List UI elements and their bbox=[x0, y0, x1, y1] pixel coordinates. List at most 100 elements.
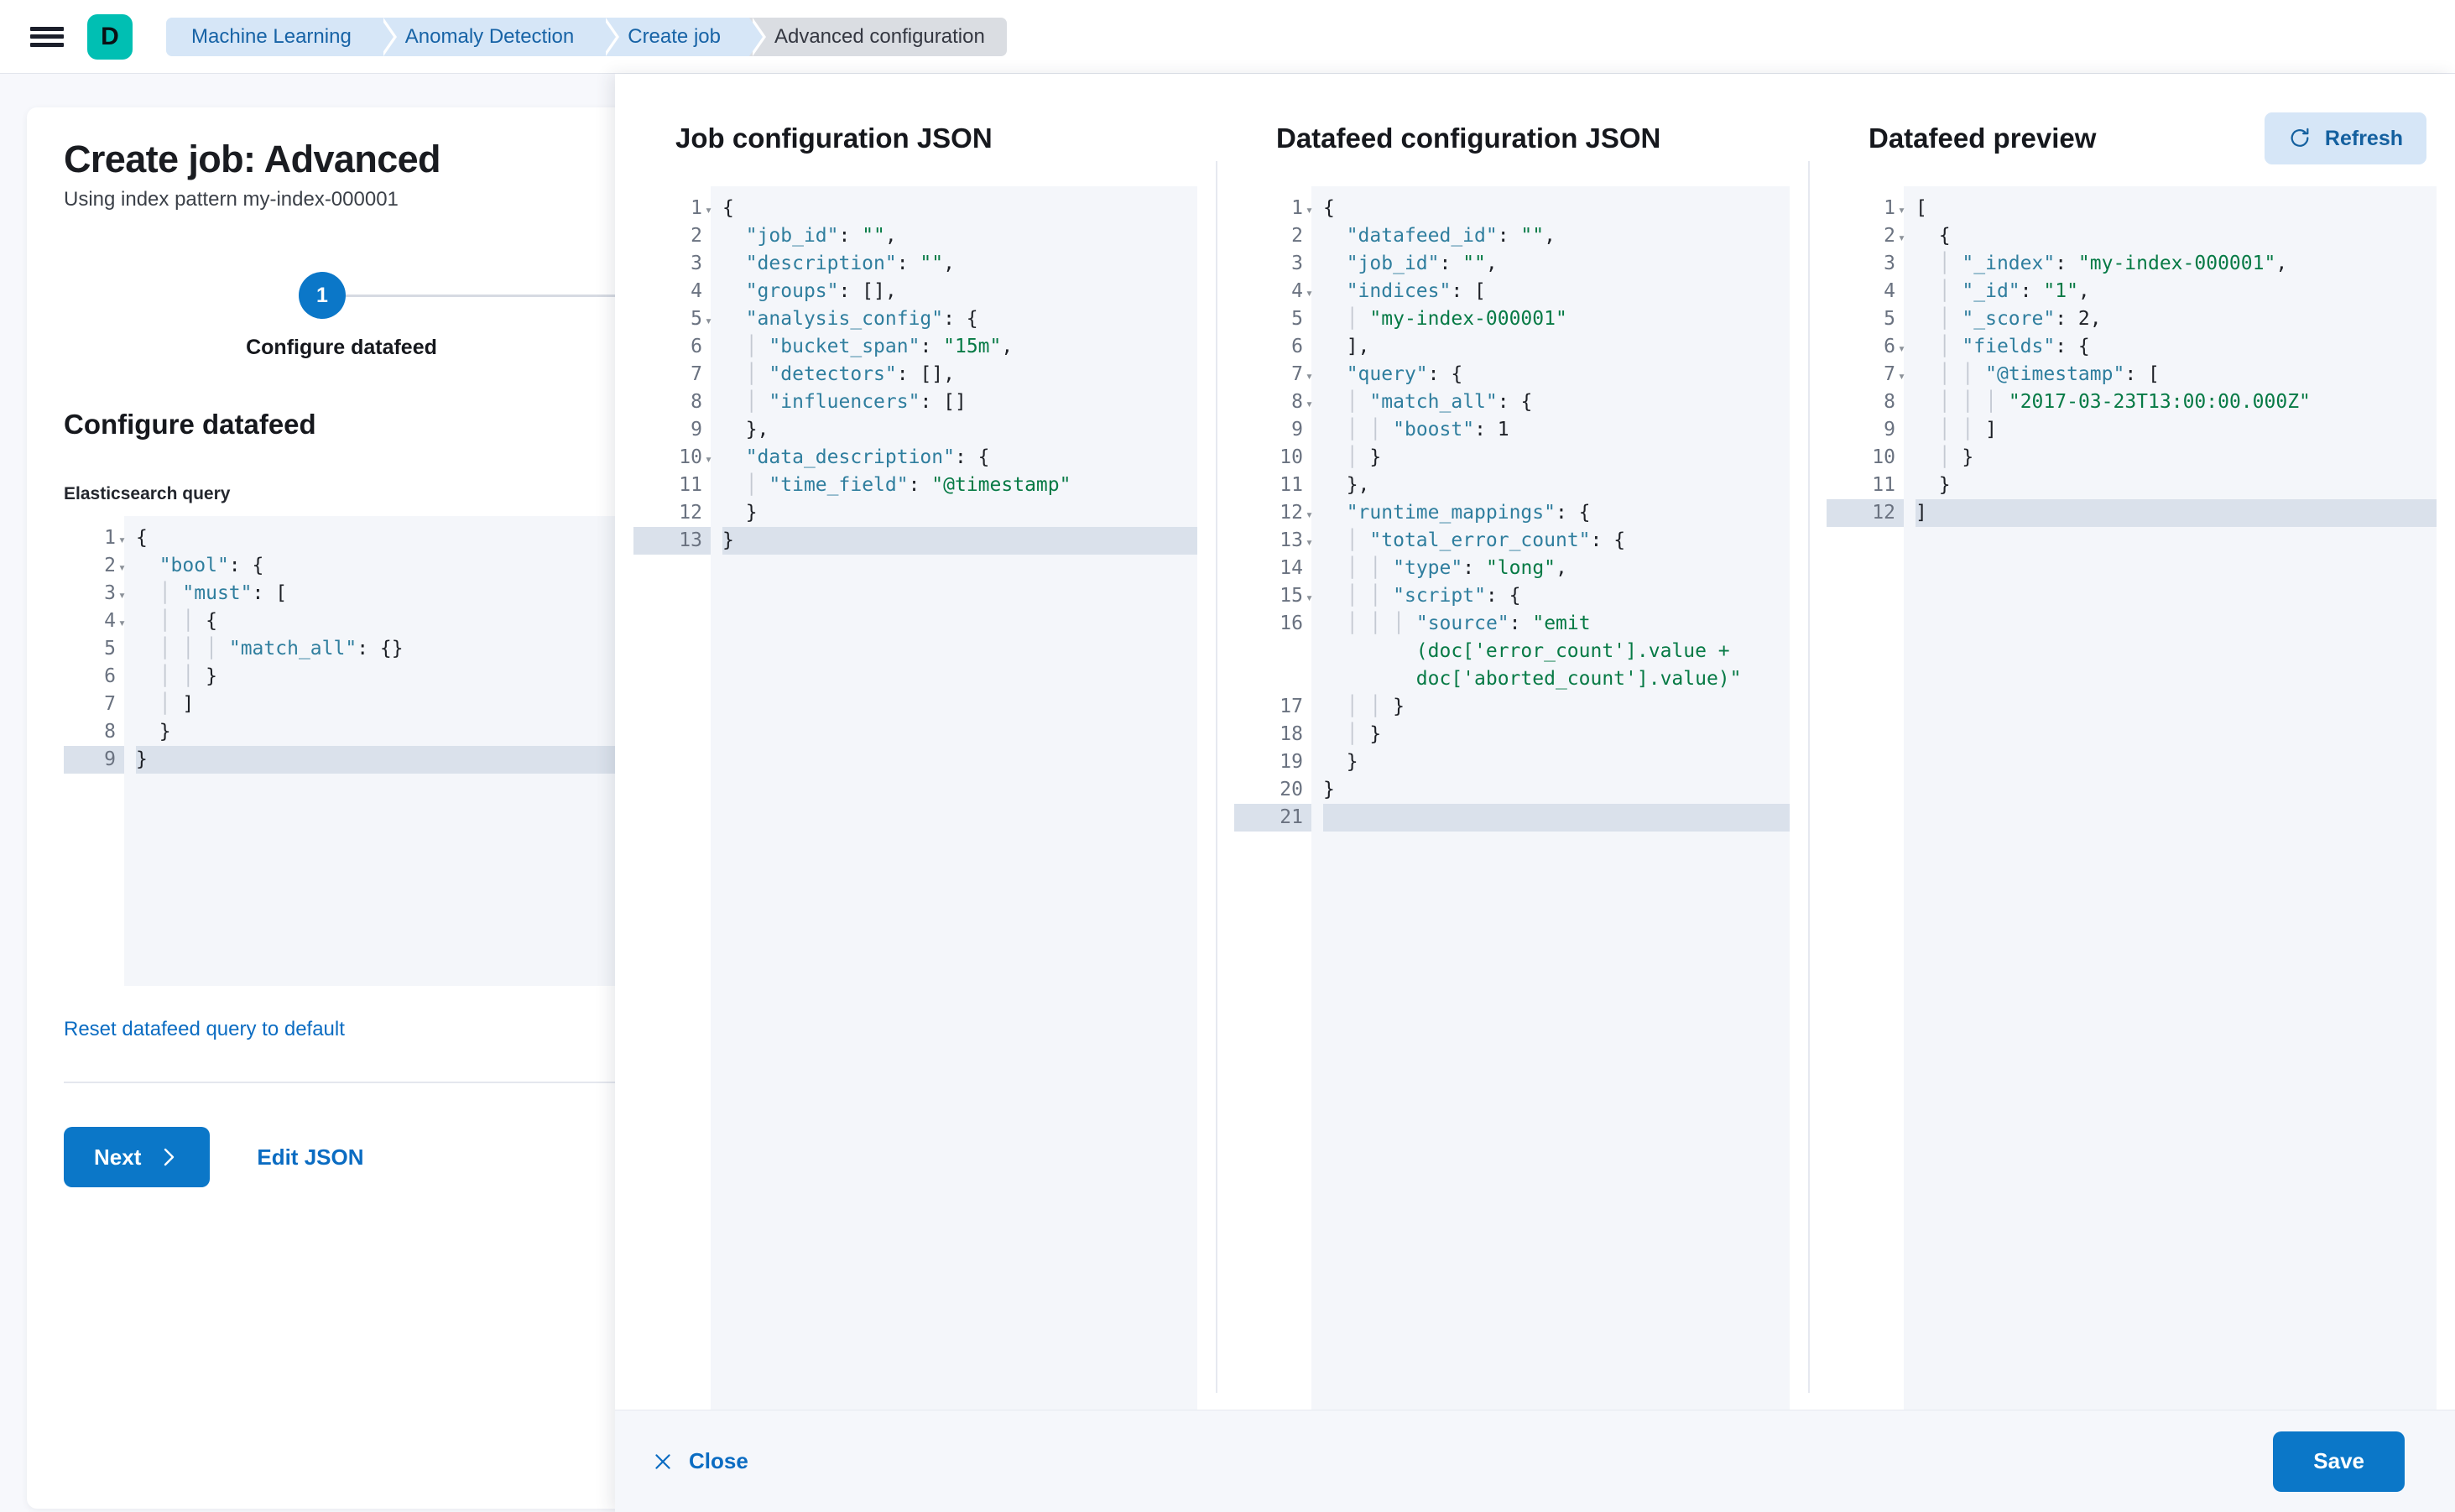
datafeed-editor-code[interactable]: { "datafeed_id": "", "job_id": "", "indi… bbox=[1311, 186, 1790, 1410]
line-number: 9 bbox=[691, 419, 702, 441]
next-button[interactable]: Next bbox=[64, 1127, 211, 1187]
line-number bbox=[1234, 665, 1311, 693]
code-line: │ "_score": 2, bbox=[1938, 308, 2102, 330]
app-logo[interactable]: D bbox=[87, 13, 133, 60]
code-line: │ │ ] bbox=[1938, 419, 1997, 441]
hamburger-menu-icon[interactable] bbox=[30, 23, 64, 50]
refresh-button[interactable]: Refresh bbox=[2264, 112, 2426, 164]
fold-toggle-icon[interactable]: ▾ bbox=[1305, 507, 1313, 522]
line-number: 12▾ bbox=[1234, 499, 1313, 527]
code-line: } bbox=[1323, 751, 1358, 773]
close-button-label: Close bbox=[689, 1448, 748, 1473]
reset-datafeed-query-link[interactable]: Reset datafeed query to default bbox=[64, 1018, 345, 1040]
fold-toggle-icon[interactable]: ▾ bbox=[1897, 341, 1905, 356]
line-number: 5 bbox=[1884, 308, 1895, 330]
edit-json-button[interactable]: Edit JSON bbox=[257, 1144, 364, 1170]
line-number: 2 bbox=[691, 225, 702, 247]
fold-toggle-icon[interactable]: ▾ bbox=[704, 313, 712, 328]
close-button[interactable]: Close bbox=[652, 1448, 748, 1474]
wizard-action-row: Next Edit JSON bbox=[64, 1127, 628, 1187]
chevron-right-icon bbox=[159, 1146, 180, 1168]
section-title-configure-datafeed: Configure datafeed bbox=[64, 409, 316, 440]
code-line: │ │ │ "source": "emit bbox=[1346, 613, 1591, 634]
code-line: │ "fields": { bbox=[1938, 336, 2090, 357]
code-line: "indices": [ bbox=[1346, 280, 1486, 302]
fold-toggle-icon[interactable]: ▾ bbox=[1897, 230, 1905, 245]
create-job-wizard-card: Create job: Advanced Using index pattern… bbox=[27, 107, 665, 1509]
code-line: │ │ } bbox=[1346, 696, 1405, 717]
line-number: 8 bbox=[691, 391, 702, 413]
line-number: 1▾ bbox=[633, 195, 712, 222]
code-line: { bbox=[1916, 225, 1951, 247]
code-line: │ "must": [ bbox=[159, 582, 288, 604]
code-line: "query": { bbox=[1346, 363, 1463, 385]
datafeed-preview-title: Datafeed preview bbox=[1869, 123, 2097, 154]
fold-toggle-icon[interactable]: ▾ bbox=[117, 587, 126, 602]
code-line: } bbox=[136, 746, 634, 774]
line-number: 2 bbox=[1291, 225, 1303, 247]
refresh-button-label: Refresh bbox=[2324, 126, 2403, 150]
wizard-step-1-label: Configure datafeed bbox=[246, 336, 437, 359]
save-button[interactable]: Save bbox=[2273, 1431, 2405, 1492]
code-line: "description": "", bbox=[745, 253, 955, 274]
fold-toggle-icon[interactable]: ▾ bbox=[117, 560, 126, 575]
code-line: │ │ "@timestamp": [ bbox=[1938, 363, 2160, 385]
breadcrumb-item-advanced-configuration[interactable]: Advanced configuration bbox=[748, 17, 1007, 56]
fold-toggle-icon[interactable]: ▾ bbox=[1305, 396, 1313, 411]
code-line: [ bbox=[1916, 197, 1927, 219]
fold-toggle-icon[interactable]: ▾ bbox=[1305, 202, 1313, 217]
line-number: 5 bbox=[104, 638, 116, 660]
fold-toggle-icon[interactable]: ▾ bbox=[1305, 534, 1313, 550]
fold-toggle-icon[interactable]: ▾ bbox=[117, 615, 126, 630]
breadcrumb-item-anomaly-detection[interactable]: Anomaly Detection bbox=[379, 17, 620, 56]
line-number: 8 bbox=[1884, 391, 1895, 413]
line-number: 19 bbox=[1280, 751, 1303, 773]
code-line: "runtime_mappings": { bbox=[1346, 502, 1591, 524]
line-number: 7 bbox=[691, 363, 702, 385]
code-line: "job_id": "", bbox=[745, 225, 897, 247]
code-line bbox=[1323, 804, 1790, 832]
close-x-icon bbox=[652, 1451, 674, 1473]
next-button-label: Next bbox=[94, 1144, 142, 1170]
code-line: "bool": { bbox=[159, 555, 264, 576]
query-editor-code[interactable]: { "bool": { │ "must": [ │ │ { │ │ │ "mat… bbox=[124, 516, 634, 986]
code-line: │ "_id": "1", bbox=[1938, 280, 2090, 302]
code-line: │ │ } bbox=[159, 665, 217, 687]
code-line: │ │ { bbox=[159, 610, 217, 632]
fold-toggle-icon[interactable]: ▾ bbox=[1897, 202, 1905, 217]
line-number: 14 bbox=[1280, 557, 1303, 579]
line-number: 17 bbox=[1280, 696, 1303, 717]
fold-toggle-icon[interactable]: ▾ bbox=[117, 532, 126, 547]
preview-editor-code[interactable]: [ { │ "_index": "my-index-000001", │ "_i… bbox=[1904, 186, 2437, 1410]
fold-toggle-icon[interactable]: ▾ bbox=[1305, 285, 1313, 300]
code-line: }, bbox=[722, 419, 769, 441]
code-line: "datafeed_id": "", bbox=[1346, 225, 1556, 247]
wizard-step-connector bbox=[346, 295, 665, 297]
line-number: 21 bbox=[1234, 804, 1311, 832]
breadcrumb-item-machine-learning[interactable]: Machine Learning bbox=[166, 17, 397, 56]
fold-toggle-icon[interactable]: ▾ bbox=[1305, 590, 1313, 605]
fold-toggle-icon[interactable]: ▾ bbox=[1897, 368, 1905, 383]
flyout-footer: Close Save bbox=[615, 1410, 2455, 1512]
code-line: "analysis_config": { bbox=[745, 308, 978, 330]
code-line: │ "_index": "my-index-000001", bbox=[1938, 253, 2288, 274]
wizard-step-1[interactable]: 1 bbox=[299, 272, 346, 319]
breadcrumb-item-create-job[interactable]: Create job bbox=[602, 17, 766, 56]
line-number: 5▾ bbox=[633, 305, 712, 333]
line-number: 2▾ bbox=[64, 552, 126, 580]
fold-toggle-icon[interactable]: ▾ bbox=[704, 451, 712, 467]
fold-toggle-icon[interactable]: ▾ bbox=[704, 202, 712, 217]
fold-toggle-icon[interactable]: ▾ bbox=[1305, 368, 1313, 383]
line-number: 8▾ bbox=[1234, 388, 1313, 416]
code-line: ] bbox=[1916, 499, 2437, 527]
line-number: 9 bbox=[1291, 419, 1303, 441]
line-number: 10 bbox=[1872, 446, 1895, 468]
job-editor-code[interactable]: { "job_id": "", "description": "", "grou… bbox=[711, 186, 1197, 1410]
line-number: 1▾ bbox=[1827, 195, 1905, 222]
datafeed-configuration-title: Datafeed configuration JSON bbox=[1276, 123, 1661, 154]
